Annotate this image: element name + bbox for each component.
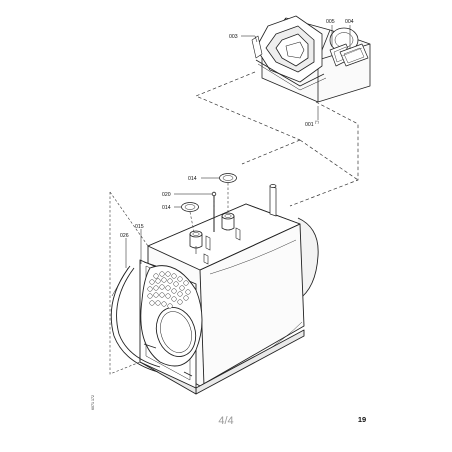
front-flange — [140, 265, 203, 367]
top-fittings — [189, 184, 277, 265]
side-reference-code: 6071 172 — [91, 395, 95, 410]
fitting-guide-lines — [109, 183, 229, 375]
burner-housing-assembly — [251, 15, 371, 103]
label-015: 015 — [135, 224, 144, 230]
label-001-note: (*) — [315, 120, 319, 124]
label-014-upper: 014 — [188, 176, 197, 182]
leader-lines — [125, 25, 351, 268]
door-screws — [143, 261, 193, 377]
label-014-lower: 014 — [162, 205, 171, 211]
page-number: 4/4 — [218, 415, 233, 427]
door-seal-rope — [110, 265, 161, 373]
label-026: 026 — [120, 233, 129, 239]
label-005: 005 — [326, 19, 335, 25]
label-001: 001 — [305, 122, 314, 128]
label-020: 020 — [162, 192, 171, 198]
label-003: 003 — [229, 34, 238, 40]
gasket-014-lower — [181, 202, 199, 212]
label-004: 004 — [345, 19, 354, 25]
sheet-number: 19 — [358, 415, 366, 424]
part-004-gasket — [339, 43, 369, 67]
assembly-dashed-envelope — [195, 71, 359, 207]
gasket-014-upper — [219, 173, 237, 183]
